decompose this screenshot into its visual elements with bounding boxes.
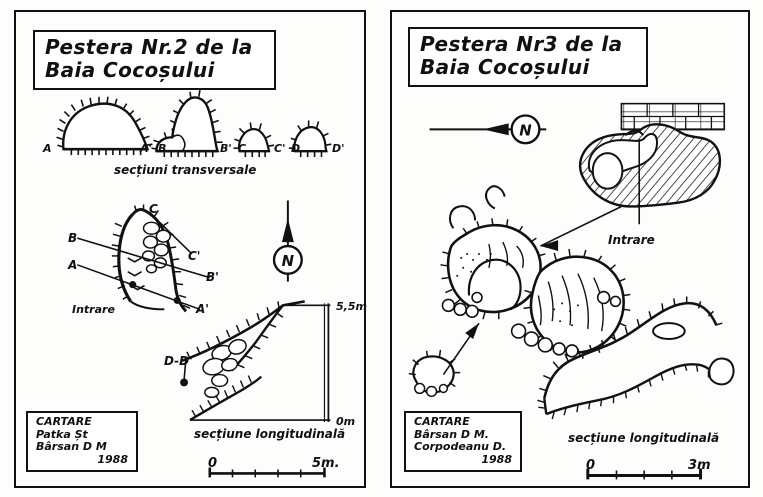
credits-year: 1988: [97, 452, 128, 466]
panel-left-drawing: N: [56, 89, 332, 478]
cross-section-label-d-end: D': [332, 142, 345, 155]
credits-heading: CARTARE: [36, 415, 92, 428]
scale-bar-left: [208, 467, 326, 478]
entrance-label-nr3: Intrare: [608, 233, 655, 247]
panel-pestera-nr2: N: [14, 10, 367, 488]
cross-section-label-d-start: D: [291, 142, 301, 155]
plan-label-b-prime: B': [206, 270, 219, 284]
title-line-1: Pestera Nr.2 de la: [45, 35, 253, 59]
title-line-2: Baia Cocoșului: [45, 58, 215, 82]
cross-section-c: [233, 122, 275, 158]
plan-label-c-prime: C': [188, 249, 201, 263]
plan-label-c: C: [149, 202, 158, 216]
cross-section-b: [151, 89, 223, 158]
section-line-b: [77, 237, 210, 279]
credits-surveyor-1: Patka Șt: [36, 427, 88, 441]
plan-label-a: A: [68, 258, 78, 272]
plan-label-b: B: [68, 231, 78, 245]
plan-view-nr2: [77, 204, 210, 313]
cross-section-label-b-start: B: [158, 142, 167, 155]
title-line-2: Baia Cocoșului: [420, 55, 590, 79]
panel-right-drawing: N: [408, 102, 735, 480]
title-box-nr3: Pestera Nr3 de la Baia Cocoșului: [408, 27, 648, 87]
scale-start-label-left: 0: [208, 456, 218, 471]
cross-section-label-b-end: B': [220, 142, 232, 155]
plan-view-nr3: [408, 185, 631, 398]
cross-section-label-c-start: C: [238, 142, 247, 155]
longitudinal-section-nr2: [180, 300, 331, 423]
credits-surveyor-1: Bârsan D M.: [414, 427, 489, 441]
credits-heading: CARTARE: [414, 415, 470, 428]
entrance-label-nr2: Intrare: [72, 303, 115, 316]
cross-section-d: [288, 120, 332, 158]
section-line-c: [148, 211, 193, 255]
cross-section-label-a-start: A: [43, 142, 52, 155]
credits-surveyor-2: Corpodeanu D.: [414, 440, 507, 453]
depth-label-top: 5,5m: [336, 300, 367, 313]
longitudinal-caption-nr3: secțiune longitudinală: [568, 431, 720, 445]
title-line-1: Pestera Nr3 de la: [420, 32, 623, 56]
location-inset: [539, 102, 726, 251]
longitudinal-caption-nr2: secțiune longitudinală: [194, 427, 346, 441]
credits-surveyor-2: Bârsan D M: [36, 440, 107, 453]
credits-box-nr3: CARTARE Bârsan D M. Corpodeanu D. 1988: [404, 411, 522, 472]
north-arrow-right: N: [429, 114, 547, 145]
plan-label-a-prime: A': [196, 302, 209, 316]
scale-end-label-left: 5m.: [312, 456, 340, 471]
cross-section-label-c-end: C': [274, 142, 286, 155]
north-arrow-left: N: [272, 200, 303, 282]
svg-text:N: N: [282, 253, 295, 270]
scale-bar-right: [586, 468, 703, 480]
cross-sections-caption: secțiuni transversale: [114, 163, 257, 177]
depth-label-bottom: 0m: [336, 415, 356, 428]
credits-year: 1988: [481, 452, 512, 466]
panel-pestera-nr3: N: [390, 10, 750, 488]
cross-section-a: [56, 96, 153, 156]
title-box-nr2: Pestera Nr.2 de la Baia Cocoșului: [33, 30, 276, 90]
longitudinal-section-tag: D-D': [164, 354, 193, 368]
credits-box-nr2: CARTARE Patka Șt Bârsan D M 1988: [26, 411, 138, 472]
svg-text:N: N: [519, 122, 532, 139]
cross-section-label-a-end: A': [140, 142, 152, 155]
scale-start-label-right: 0: [586, 458, 596, 473]
longitudinal-section-nr3: [537, 296, 735, 420]
scale-end-label-right: 3m: [688, 458, 711, 473]
